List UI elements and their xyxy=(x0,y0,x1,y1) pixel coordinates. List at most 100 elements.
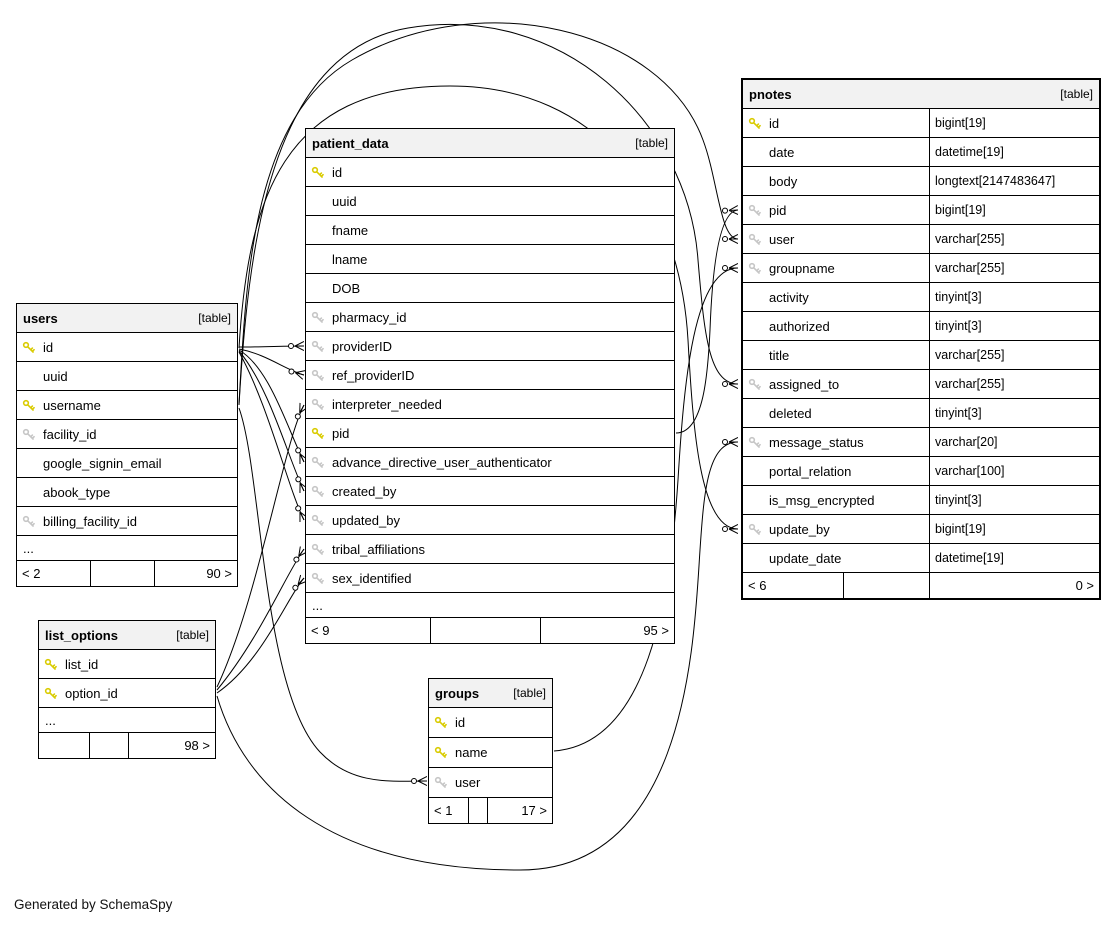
table-name: list_options xyxy=(45,627,118,643)
column-row: abook_type xyxy=(17,478,237,507)
rel-users-id-to-patient_data-ref_providerID xyxy=(238,348,304,375)
page-mid xyxy=(844,573,930,598)
primary-key-icon xyxy=(434,716,455,729)
page-mid xyxy=(90,733,129,758)
column-type: longtext[2147483647] xyxy=(929,167,1099,195)
table-type-badge: [table] xyxy=(1060,87,1093,101)
column-type: varchar[255] xyxy=(929,370,1099,398)
column-name: assigned_to xyxy=(769,376,840,392)
rel-groups-name-to-pnotes-groupname xyxy=(553,268,738,752)
column-name: activity xyxy=(769,289,809,305)
table-header[interactable]: list_options [table] xyxy=(39,621,215,650)
column-type: varchar[255] xyxy=(929,254,1099,282)
column-name: uuid xyxy=(332,193,357,209)
rel-list_options-option_id-to-patient_data-sex_identified xyxy=(216,578,304,694)
page-next[interactable]: 0 > xyxy=(1075,578,1094,593)
column-name: title xyxy=(769,347,790,363)
column-row: advance_directive_user_authenticator xyxy=(306,448,674,477)
foreign-key-icon xyxy=(311,514,332,527)
page-next[interactable]: 98 > xyxy=(184,738,210,753)
column-name: tribal_affiliations xyxy=(332,541,425,557)
column-name: uuid xyxy=(43,368,68,384)
primary-key-icon xyxy=(44,687,65,700)
foreign-key-icon xyxy=(311,572,332,585)
page-next[interactable]: 17 > xyxy=(521,803,547,818)
foreign-key-icon xyxy=(311,543,332,556)
column-name: pharmacy_id xyxy=(332,309,407,325)
column-row: id xyxy=(429,708,552,738)
rel-users-id-to-patient_data-updated_by xyxy=(238,351,304,520)
page-prev[interactable] xyxy=(39,733,90,758)
column-name: google_signin_email xyxy=(43,455,162,471)
page-prev[interactable]: < 1 xyxy=(429,798,469,823)
table-header[interactable]: groups [table] xyxy=(429,679,552,708)
column-row: DOB xyxy=(306,274,674,303)
table-pagination: < 2 90 > xyxy=(17,561,237,586)
column-type: varchar[100] xyxy=(929,457,1099,485)
rel-patient_data-pid-to-pnotes-pid xyxy=(675,210,738,434)
column-name: name xyxy=(455,745,488,760)
primary-key-icon xyxy=(22,341,43,354)
column-row: tribal_affiliations xyxy=(306,535,674,564)
table-groups[interactable]: groups [table] id name user < 1 17 > xyxy=(428,678,553,824)
column-row: ref_providerID xyxy=(306,361,674,390)
column-row: uuid xyxy=(17,362,237,391)
page-prev[interactable]: < 6 xyxy=(743,573,844,598)
column-name: advance_directive_user_authenticator xyxy=(332,454,552,470)
rel-list_options-option_id-to-patient_data-tribal_affiliations xyxy=(216,549,304,691)
column-name: DOB xyxy=(332,280,361,296)
column-name: update_date xyxy=(769,550,842,566)
page-prev[interactable]: < 2 xyxy=(17,561,91,586)
page-prev[interactable]: < 9 xyxy=(306,618,431,643)
foreign-key-icon xyxy=(311,369,332,382)
column-name: updated_by xyxy=(332,512,400,528)
column-name: lname xyxy=(332,251,368,267)
table-name: users xyxy=(23,310,58,326)
table-header[interactable]: patient_data[table] xyxy=(306,129,674,158)
column-row: sex_identified xyxy=(306,564,674,593)
column-type: datetime[19] xyxy=(929,138,1099,166)
generator-credit: Generated by SchemaSpy xyxy=(14,897,173,912)
foreign-key-icon xyxy=(311,311,332,324)
column-type: tinyint[3] xyxy=(929,312,1099,340)
page-mid xyxy=(469,798,488,823)
column-name: id xyxy=(769,115,780,131)
rel-users-id-to-patient_data-created_by xyxy=(238,350,304,491)
table-pagination: < 1 17 > xyxy=(429,798,552,823)
column-row: updated_by xyxy=(306,506,674,535)
table-type-badge: [table] xyxy=(176,628,209,642)
page-next[interactable]: 95 > xyxy=(643,623,669,638)
primary-key-icon xyxy=(311,166,332,179)
column-type: bigint[19] xyxy=(929,515,1099,543)
foreign-key-icon xyxy=(311,456,332,469)
rel-users-username-to-groups-user xyxy=(238,407,427,781)
column-name: username xyxy=(43,397,101,413)
table-header[interactable]: pnotes[table] xyxy=(743,80,1099,109)
table-header[interactable]: users[table] xyxy=(17,304,237,333)
column-row: fname xyxy=(306,216,674,245)
primary-key-icon xyxy=(22,399,43,412)
column-type: varchar[255] xyxy=(929,225,1099,253)
column-type: tinyint[3] xyxy=(929,399,1099,427)
rel-users-id-to-patient_data-providerID xyxy=(238,346,304,347)
table-name: groups xyxy=(435,685,480,701)
column-type: bigint[19] xyxy=(929,109,1099,137)
table-type-badge: [table] xyxy=(635,136,668,150)
column-row: interpreter_needed xyxy=(306,390,674,419)
column-name: authorized xyxy=(769,318,830,334)
column-row: facility_id xyxy=(17,420,237,449)
page-mid xyxy=(431,618,541,643)
column-name: user xyxy=(455,775,481,790)
rel-list_options-option_id-to-pnotes-message_status xyxy=(216,442,738,871)
page-next[interactable]: 90 > xyxy=(206,566,232,581)
column-name: ... xyxy=(45,712,56,728)
table-type-badge: [table] xyxy=(513,686,546,700)
